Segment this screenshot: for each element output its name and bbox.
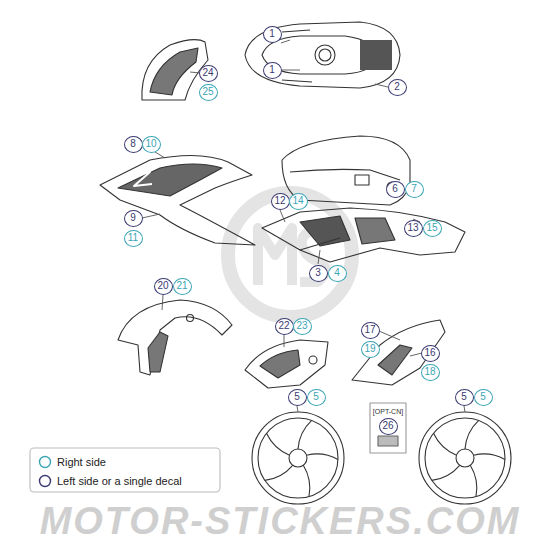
wheel-spoke — [470, 465, 477, 496]
wheel-spoke — [465, 420, 479, 449]
callout-number: 13 — [404, 220, 423, 237]
callout-number: 19 — [361, 341, 380, 358]
callout-number: 5 — [455, 389, 474, 406]
callout-number: 3 — [309, 265, 328, 282]
callout-number: 5 — [288, 389, 307, 406]
callout-number: 26 — [379, 418, 398, 435]
callout-number: 8 — [124, 136, 143, 153]
wheel-spoke — [298, 420, 312, 449]
callout-number: 22 — [275, 318, 294, 335]
callout-number: 5 — [474, 389, 493, 406]
callout-number: 7 — [405, 181, 424, 198]
option-note: [OPT-CN] — [373, 408, 403, 415]
callout-number: 11 — [124, 230, 143, 247]
callout-number: 24 — [199, 65, 218, 82]
wheel-spoke — [265, 465, 293, 480]
wheel-spoke — [432, 465, 460, 480]
callout-number: 17 — [361, 322, 380, 339]
wheel-spoke — [474, 454, 505, 460]
callout-number: 4 — [328, 265, 347, 282]
callout-number: 9 — [124, 210, 143, 227]
callout-number: 20 — [154, 278, 173, 295]
callout-number: 1 — [263, 62, 282, 79]
watermark: MOTOR-STICKERS.COM — [40, 500, 521, 543]
callout-number: 23 — [293, 318, 312, 335]
callout-number: 15 — [423, 220, 442, 237]
callout-number: 2 — [388, 79, 407, 96]
legend-text: Left side or a single decal — [57, 475, 182, 487]
callout-number: 25 — [199, 84, 218, 101]
callout-number: 6 — [386, 181, 405, 198]
wheel-spoke — [434, 433, 457, 455]
callout-number: 18 — [421, 364, 440, 381]
callout-number: 14 — [289, 193, 308, 210]
callout-number: 5 — [307, 389, 326, 406]
wheel-spoke — [267, 433, 290, 455]
legend-text: Right side — [57, 456, 106, 468]
wheel-spoke — [307, 454, 338, 460]
callout-number: 1 — [263, 26, 282, 43]
callout-number: 16 — [421, 345, 440, 362]
wheel-spoke — [303, 465, 310, 496]
callout-number: 21 — [173, 278, 192, 295]
callout-number: 10 — [142, 136, 161, 153]
callout-number: 12 — [271, 193, 290, 210]
